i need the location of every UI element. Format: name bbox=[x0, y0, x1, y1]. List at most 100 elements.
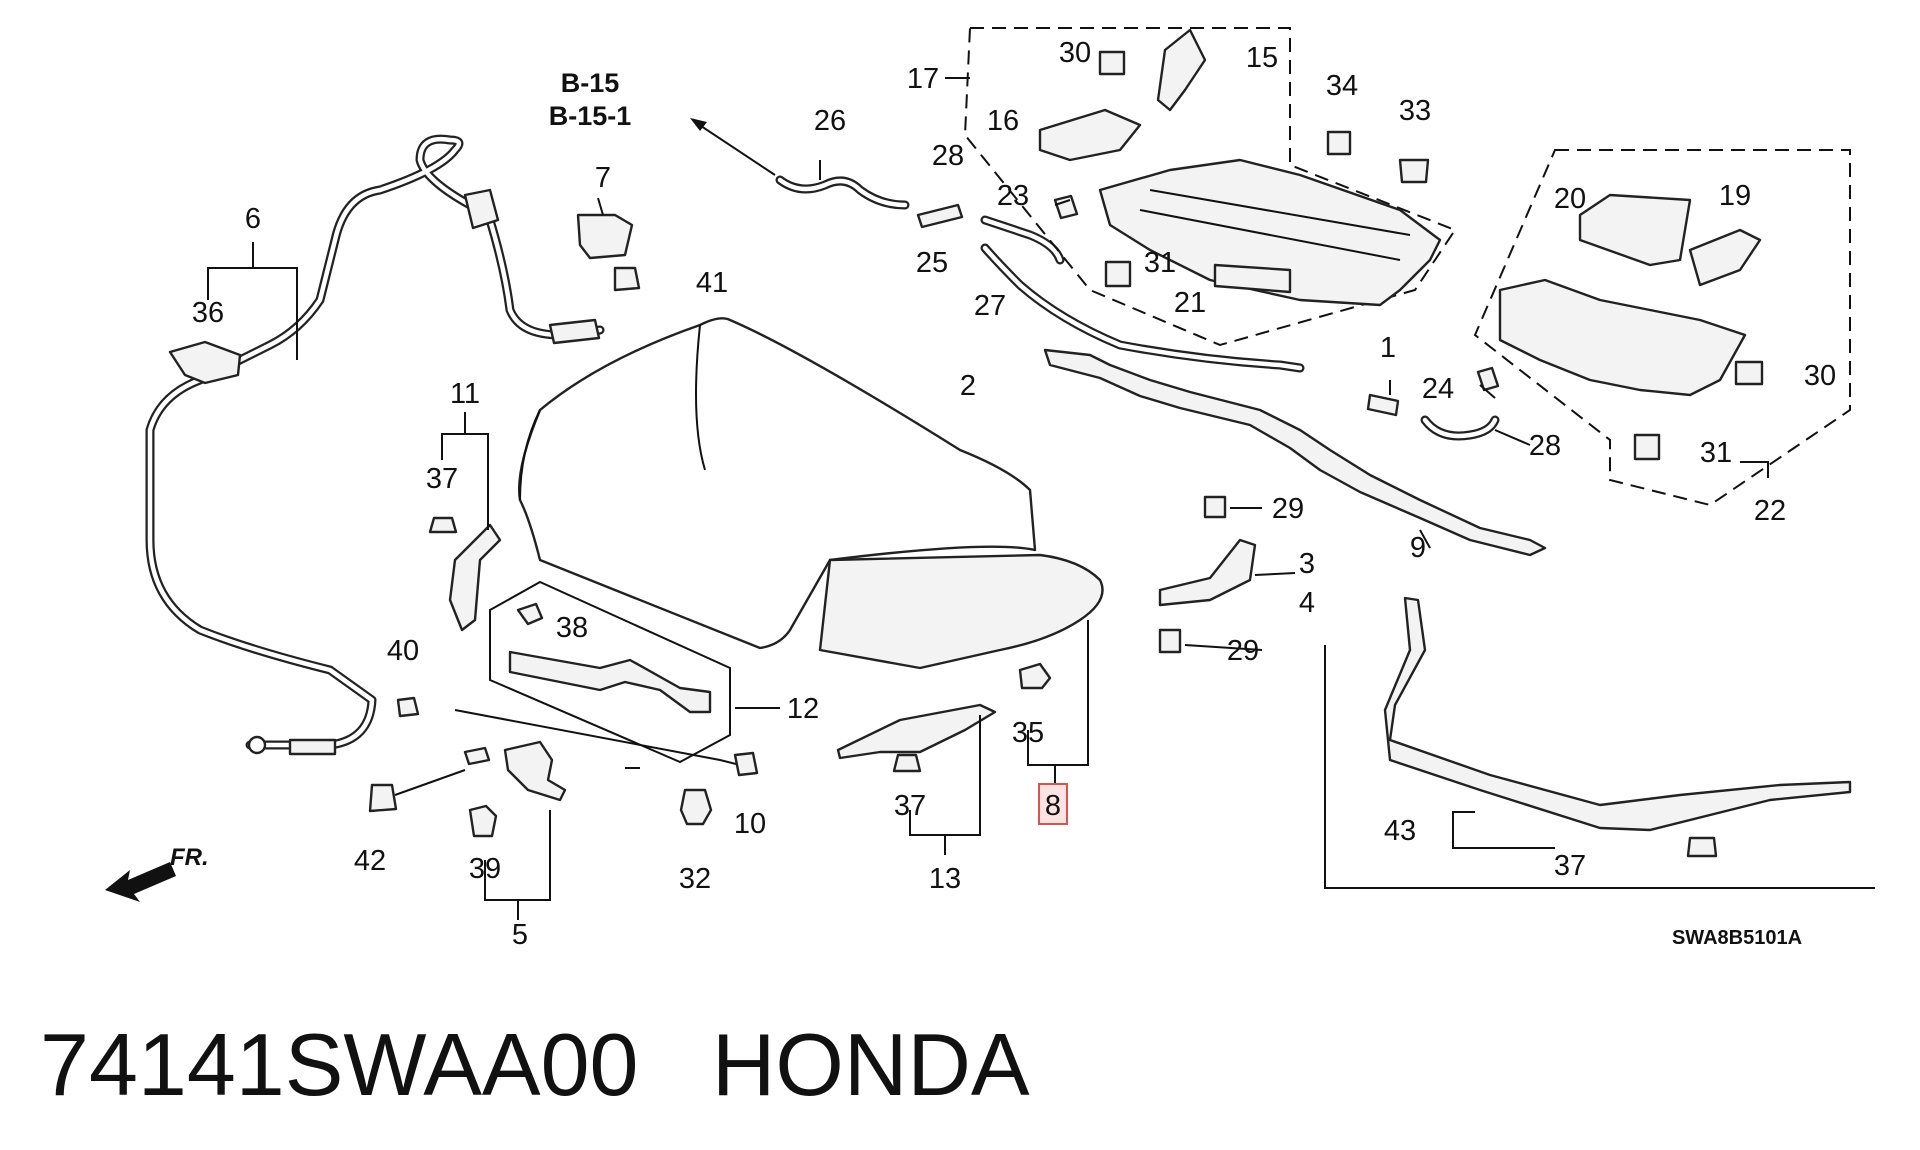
callout-8: 8 bbox=[1045, 790, 1061, 822]
front-label: FR. bbox=[170, 844, 209, 871]
hood-inner-frame bbox=[818, 553, 1104, 670]
callout-37-hinge: 37 bbox=[426, 463, 458, 495]
callout-39: 39 bbox=[469, 853, 501, 885]
clip-35 bbox=[1018, 662, 1052, 690]
callout-3: 3 bbox=[1299, 548, 1315, 580]
hose-joint-25 bbox=[916, 203, 964, 229]
bracket-7 bbox=[576, 213, 634, 260]
cowl-seal-21 bbox=[1213, 263, 1292, 294]
callout-31-upper: 31 bbox=[1144, 247, 1176, 279]
clip-39 bbox=[468, 804, 498, 838]
washer-hose-27 bbox=[980, 243, 1305, 373]
brand-name: HONDA bbox=[711, 1015, 1030, 1114]
caption-spacer bbox=[638, 1015, 711, 1114]
clip-36 bbox=[168, 340, 242, 385]
callout-27: 27 bbox=[974, 290, 1006, 322]
callout-16: 16 bbox=[987, 105, 1019, 137]
callout-13: 13 bbox=[929, 863, 961, 895]
hood-seal-assembly bbox=[489, 580, 731, 764]
callout-35: 35 bbox=[1012, 717, 1044, 749]
callout-22: 22 bbox=[1754, 495, 1786, 527]
callout-29-upper: 29 bbox=[1272, 493, 1304, 525]
cable-grommet bbox=[463, 188, 500, 230]
cowl-lower-panel bbox=[1498, 278, 1747, 397]
hood-seal bbox=[508, 650, 712, 714]
callout-37-spoiler: 37 bbox=[1554, 850, 1586, 882]
callout-15: 15 bbox=[1246, 42, 1278, 74]
reference-b15: B-15 bbox=[561, 68, 620, 98]
callout-21: 21 bbox=[1174, 287, 1206, 319]
callout-11: 11 bbox=[450, 378, 480, 410]
cowl-lower-assembly-22 bbox=[1473, 149, 1851, 507]
callout-2: 2 bbox=[960, 370, 976, 402]
washer-hose-26 bbox=[775, 175, 910, 210]
callout-33: 33 bbox=[1399, 95, 1431, 127]
washer-hose-28b bbox=[1420, 415, 1500, 441]
grommet-40 bbox=[396, 696, 420, 718]
hood-seal-9 bbox=[1043, 348, 1547, 557]
callout-28-lower: 28 bbox=[1529, 430, 1561, 462]
callout-38: 38 bbox=[556, 612, 588, 644]
bolt-29-top bbox=[1203, 495, 1227, 519]
part-number: 74141SWAA00 bbox=[40, 1015, 639, 1114]
callout-29-lower: 29 bbox=[1227, 635, 1259, 667]
clip-31-top bbox=[1104, 260, 1132, 288]
hood-stay bbox=[1158, 495, 1257, 654]
bolt-41 bbox=[613, 266, 641, 292]
clip-33 bbox=[1398, 158, 1430, 184]
cable-end bbox=[548, 318, 601, 345]
cable-knob bbox=[247, 735, 267, 755]
clip-24 bbox=[1476, 366, 1500, 392]
drawing-code: SWA8B5101A bbox=[1672, 927, 1802, 949]
callout-1: 1 bbox=[1380, 332, 1396, 364]
callout-30-upper: 30 bbox=[1059, 37, 1091, 69]
bolt-42 bbox=[368, 783, 398, 813]
reference-arrowhead bbox=[690, 118, 707, 131]
clip-31-right bbox=[1633, 433, 1661, 461]
clip-37-hinge bbox=[428, 516, 458, 534]
callout-26: 26 bbox=[814, 105, 846, 137]
callout-30-right: 30 bbox=[1804, 360, 1836, 392]
callout-32: 32 bbox=[679, 863, 711, 895]
hood-insulator-13 bbox=[836, 703, 997, 773]
hood-panel bbox=[518, 317, 1104, 670]
callout-19: 19 bbox=[1719, 180, 1751, 212]
rod-end bbox=[733, 751, 759, 777]
callout-10: 10 bbox=[734, 808, 766, 840]
callout-7: 7 bbox=[595, 162, 611, 194]
bolt-29-bottom bbox=[1158, 628, 1182, 654]
cowl-grille-16 bbox=[1038, 108, 1142, 162]
clip-38 bbox=[516, 602, 544, 626]
clip-30-top bbox=[1098, 50, 1126, 76]
callout-42: 42 bbox=[354, 845, 386, 877]
clip-37-insulator bbox=[892, 753, 922, 773]
latch-connector bbox=[463, 746, 491, 766]
callout-37-insulator: 37 bbox=[894, 790, 926, 822]
callout-34: 34 bbox=[1326, 70, 1358, 102]
support-rod bbox=[454, 709, 759, 826]
part-caption: 74141SWAA00 HONDA bbox=[40, 1010, 1900, 1120]
clip-23 bbox=[1053, 194, 1079, 220]
callout-4: 4 bbox=[1299, 587, 1315, 619]
reference-b15-1: B-15-1 bbox=[549, 101, 632, 131]
callout-41: 41 bbox=[696, 267, 728, 299]
hood-hinge-left bbox=[428, 516, 502, 632]
washer-hose-28a bbox=[980, 215, 1065, 265]
highlight-box-8 bbox=[1038, 783, 1068, 825]
spoiler-group-frame bbox=[1324, 645, 1875, 889]
nozzle-1 bbox=[1366, 393, 1400, 417]
front-spoiler-43 bbox=[1383, 596, 1852, 858]
front-arrow-icon bbox=[105, 862, 176, 902]
cowl-cover-assembly-17 bbox=[963, 27, 1457, 347]
callout-36: 36 bbox=[192, 297, 224, 329]
callout-43: 43 bbox=[1384, 815, 1416, 847]
callout-5: 5 bbox=[512, 919, 528, 951]
clip-34 bbox=[1326, 130, 1352, 156]
cable-handle-end bbox=[288, 738, 337, 756]
clip-37-spoiler bbox=[1686, 836, 1718, 858]
callout-leaders bbox=[207, 77, 1769, 920]
callout-6: 6 bbox=[245, 203, 261, 235]
callout-25: 25 bbox=[916, 247, 948, 279]
reference-arrow bbox=[694, 121, 776, 176]
